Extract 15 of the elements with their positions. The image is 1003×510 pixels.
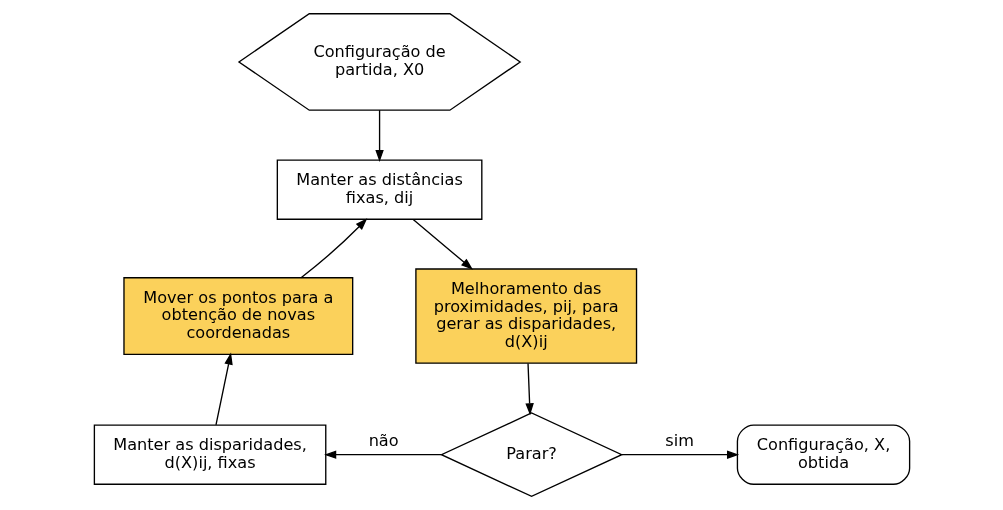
edge-label: sim bbox=[664, 431, 694, 451]
arrow bbox=[524, 362, 534, 416]
edge-label: não bbox=[368, 431, 399, 451]
node-box: Configuração, X, obtida bbox=[736, 424, 910, 485]
node-box: Melhoramento das proximidades, pij, para gerar as disparidades, d(X)ij bbox=[414, 268, 637, 364]
arrow bbox=[323, 450, 442, 459]
arrow bbox=[299, 218, 367, 279]
node-box: Manter as distâncias fixas, dij bbox=[276, 159, 482, 220]
arrow bbox=[412, 218, 473, 270]
arrow bbox=[374, 109, 384, 163]
node-box: Mover os pontos para a obtenção de novas coordenadas bbox=[122, 277, 353, 356]
node-diamond: Parar? bbox=[439, 412, 623, 498]
arrow bbox=[620, 450, 739, 459]
node-box: Manter as disparidades, d(X)ij, fixas bbox=[93, 424, 326, 485]
arrow bbox=[214, 352, 233, 426]
